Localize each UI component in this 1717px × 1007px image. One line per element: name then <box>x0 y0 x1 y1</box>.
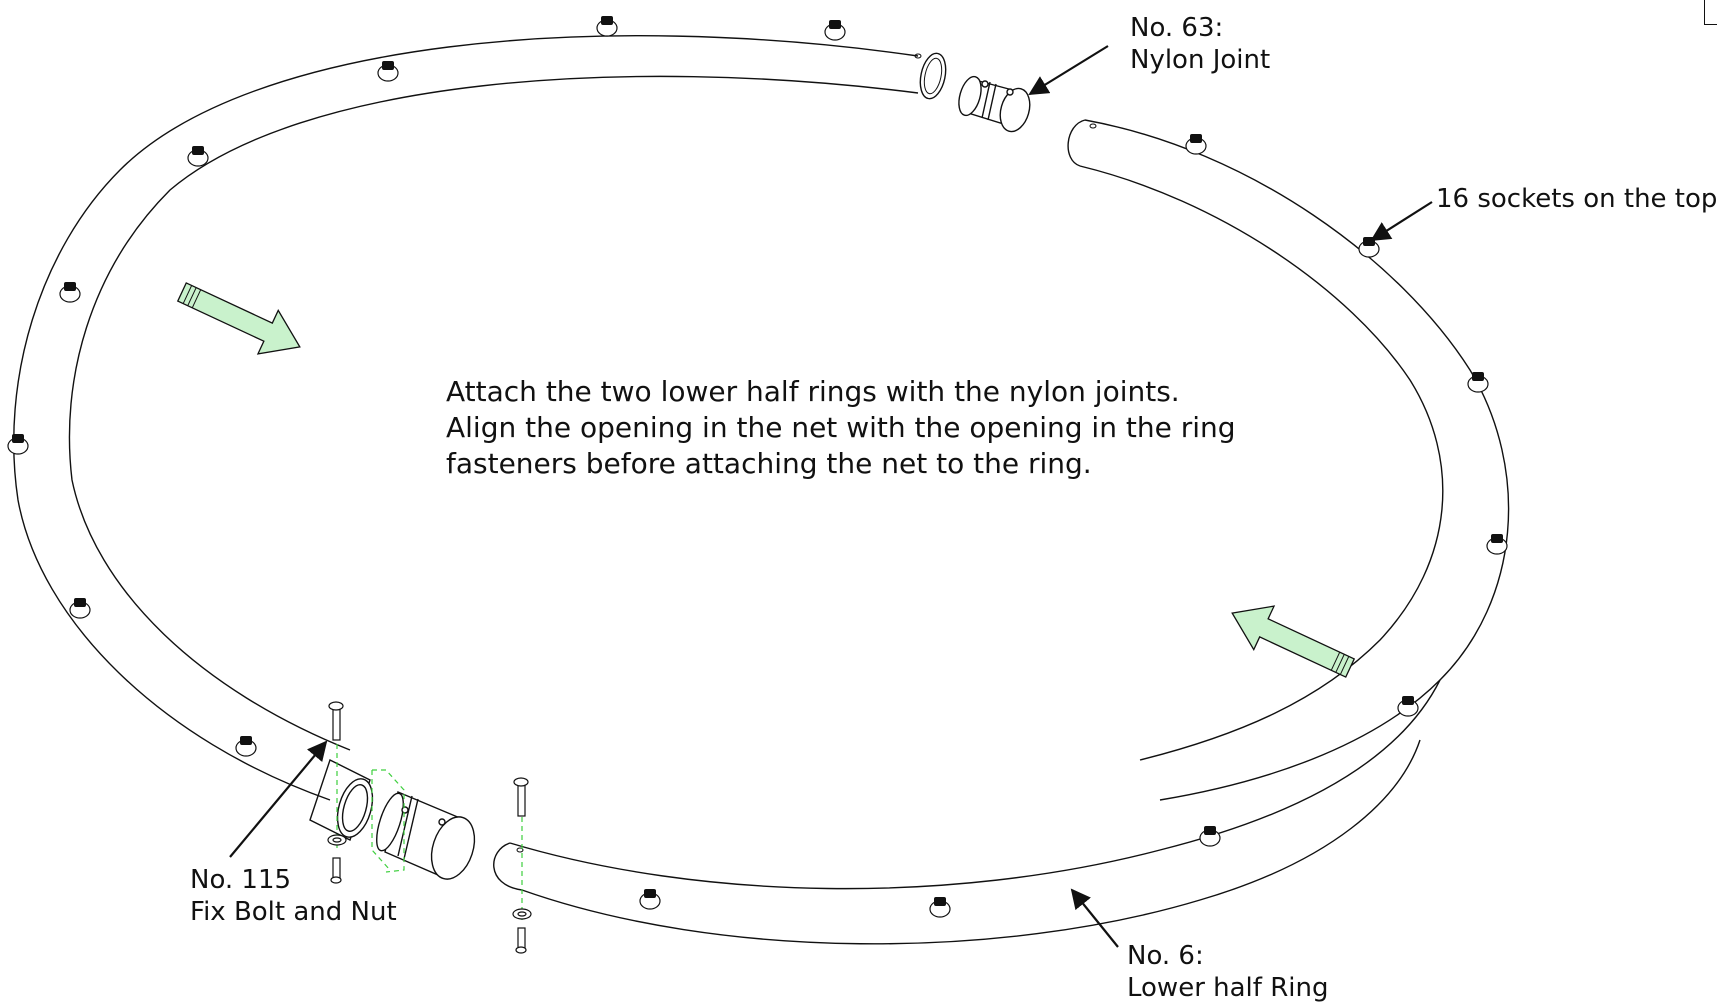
instruction-text: Attach the two lower half rings with the… <box>446 374 1236 482</box>
fix-bolt-label: No. 115 Fix Bolt and Nut <box>190 864 397 928</box>
bolt-icon <box>328 701 344 884</box>
socket-icon <box>187 146 209 167</box>
socket-icon <box>1397 696 1419 717</box>
nylon-joint-label: No. 63: Nylon Joint <box>1130 12 1270 76</box>
nylon-joint-name: Nylon Joint <box>1130 45 1271 75</box>
washer-icon <box>512 908 532 920</box>
socket-group <box>7 16 1508 918</box>
socket-icon <box>639 889 661 910</box>
instruction-line-1: Attach the two lower half rings with the… <box>446 375 1180 408</box>
socket-icon <box>1199 826 1221 847</box>
push-arrow-icon <box>1231 605 1356 678</box>
socket-icon <box>377 61 399 82</box>
lower-half-ring <box>493 679 1441 945</box>
washer-icon <box>327 834 347 846</box>
instruction-line-3: fasteners before attaching the net to th… <box>446 447 1092 480</box>
socket-icon <box>59 282 81 303</box>
socket-icon <box>7 434 29 455</box>
sockets-label: 16 sockets on the top <box>1436 183 1717 215</box>
socket-icon <box>824 20 846 41</box>
fix-bolt-number: No. 115 <box>190 865 292 895</box>
socket-icon <box>1185 134 1207 155</box>
lower-ring-name: Lower half Ring <box>1127 973 1329 1003</box>
socket-icon <box>1467 372 1489 393</box>
left-ring-end-bottom <box>309 759 374 841</box>
socket-icon <box>596 16 618 37</box>
socket-icon <box>1486 534 1508 555</box>
left-ring-end-top <box>919 52 947 100</box>
right-ring-segment <box>1067 119 1510 801</box>
left-ring-segment <box>13 35 919 801</box>
page-corner-mark <box>1704 0 1717 25</box>
sockets-text: 16 sockets on the top <box>1436 184 1717 214</box>
instruction-line-2: Align the opening in the net with the op… <box>446 411 1236 444</box>
fix-bolt-name: Fix Bolt and Nut <box>190 897 397 927</box>
push-arrow-icon <box>176 282 301 355</box>
socket-icon <box>1358 237 1380 258</box>
socket-icon <box>235 736 257 757</box>
socket-icon <box>69 598 91 619</box>
pointer-arrow-icon <box>229 45 1433 948</box>
nylon-joint-number: No. 63: <box>1130 13 1224 43</box>
bolt-icon <box>513 777 529 954</box>
lower-ring-number: No. 6: <box>1127 941 1204 971</box>
nylon-joint-top <box>958 75 1031 133</box>
lower-ring-label: No. 6: Lower half Ring <box>1127 940 1328 1004</box>
socket-icon <box>929 897 951 918</box>
